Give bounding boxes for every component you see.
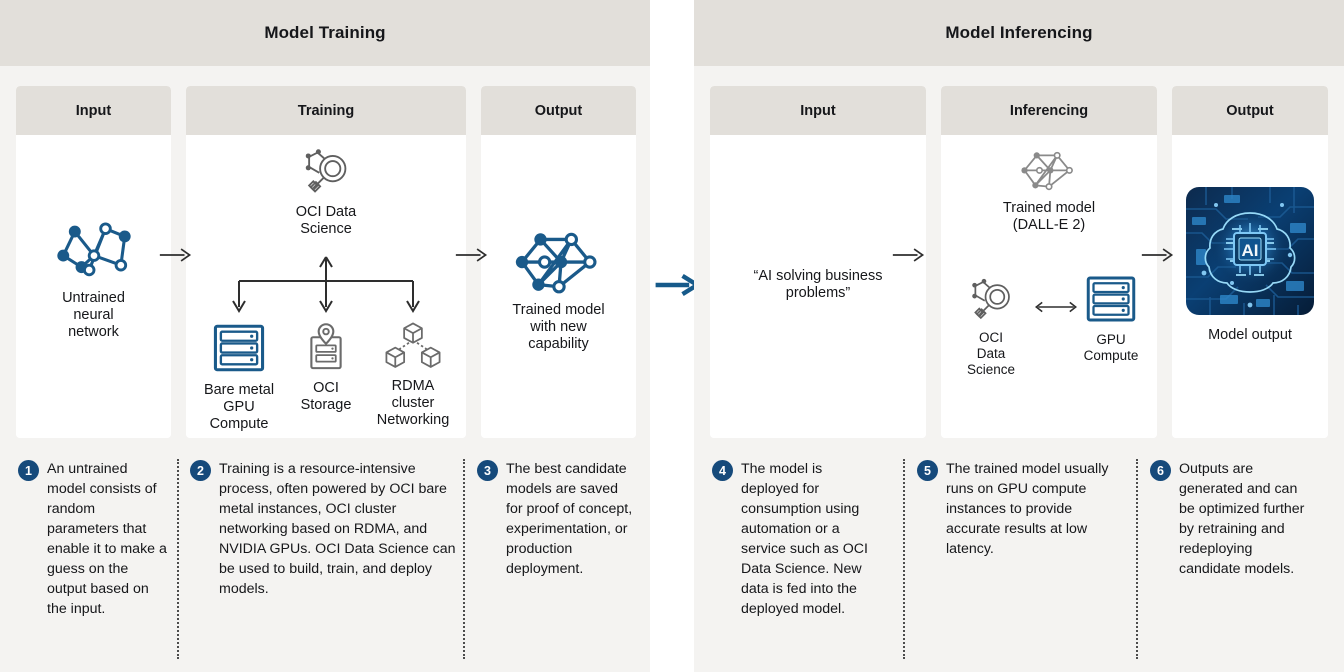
ai-chip-image: AI bbox=[1186, 187, 1314, 315]
column-body-inferencing: Trained model (DALL-E 2) OCI Data Scienc… bbox=[941, 135, 1157, 438]
column-body-inferencing-input: “AI solving business problems” bbox=[710, 135, 926, 438]
node-bare-metal-label: Bare metal GPU Compute bbox=[203, 382, 275, 432]
arrow-training-to-output bbox=[455, 245, 489, 265]
panel-model-inferencing: Model Inferencing Input “AI solving busi… bbox=[694, 0, 1344, 672]
column-header-inf-input: Input bbox=[710, 86, 926, 135]
note-3-badge: 3 bbox=[477, 460, 498, 481]
note-1: 1 An untrained model consists of random … bbox=[18, 459, 170, 619]
node-oci-storage-label: OCI Storage bbox=[300, 380, 352, 413]
node-rdma-cluster-networking: RDMA cluster Networking bbox=[363, 319, 463, 429]
column-body-training: OCI Data Science bbox=[186, 135, 466, 438]
column-header-inf-output: Output bbox=[1172, 86, 1328, 135]
note-6-badge: 6 bbox=[1150, 460, 1171, 481]
arrow-inferencing-to-output bbox=[1141, 245, 1175, 265]
arrow-inf-input-to-inferencing bbox=[892, 245, 926, 265]
arrow-input-to-training bbox=[159, 245, 193, 265]
note-6-text: Outputs are generated and can be optimiz… bbox=[1179, 461, 1305, 577]
node-model-output: AI Model output bbox=[1172, 187, 1328, 344]
panel-inferencing-title: Model Inferencing bbox=[945, 23, 1093, 42]
magnifier-graph-icon bbox=[966, 275, 1016, 325]
column-header-output: Output bbox=[481, 86, 636, 135]
note-1-badge: 1 bbox=[18, 460, 39, 481]
note-1-text: An untrained model consists of random pa… bbox=[47, 461, 167, 617]
note-2: 2 Training is a resource-intensive proce… bbox=[190, 459, 458, 599]
node-inf-oci-data-science-label: OCI Data Science bbox=[966, 330, 1016, 377]
node-prompt-text: “AI solving business problems” bbox=[732, 263, 904, 302]
node-trained-model-dalle-label: Trained model (DALL-E 2) bbox=[1002, 200, 1096, 233]
note-divider-1 bbox=[177, 459, 179, 659]
column-header-training: Training bbox=[186, 86, 466, 135]
node-trained-model-dalle: Trained model (DALL-E 2) bbox=[941, 143, 1157, 234]
note-3: 3 The best candidate models are saved fo… bbox=[477, 459, 633, 579]
column-header-input: Input bbox=[16, 86, 171, 135]
magnifier-graph-icon bbox=[299, 145, 353, 199]
column-header-inf-input-label: Input bbox=[800, 102, 836, 119]
panel-training-title: Model Training bbox=[264, 23, 386, 42]
panel-inferencing-header: Model Inferencing bbox=[694, 0, 1344, 66]
node-untrained-label: Untrained neural network bbox=[62, 290, 125, 340]
node-bare-metal-gpu-compute: Bare metal GPU Compute bbox=[189, 319, 289, 433]
column-inferencing-output: Output bbox=[1172, 86, 1328, 438]
node-prompt-label: “AI solving business problems” bbox=[753, 268, 883, 301]
note-5-badge: 5 bbox=[917, 460, 938, 481]
column-training-input: Input Untrained neural network bbox=[16, 86, 171, 438]
svg-text:AI: AI bbox=[1242, 241, 1259, 260]
column-header-training-label: Training bbox=[297, 102, 355, 119]
server-rack-icon bbox=[210, 319, 268, 377]
node-oci-data-science: OCI Data Science bbox=[186, 145, 466, 238]
note-divider-4 bbox=[1136, 459, 1138, 659]
column-header-inferencing: Inferencing bbox=[941, 86, 1157, 135]
column-header-input-label: Input bbox=[75, 102, 112, 119]
column-inferencing-input: Input “AI solving business problems” bbox=[710, 86, 926, 438]
panel-model-training: Model Training Input Untrained neural ne… bbox=[0, 0, 650, 672]
note-4-text: The model is deployed for consumption us… bbox=[741, 461, 868, 617]
column-header-output-label: Output bbox=[534, 102, 583, 119]
note-5: 5 The trained model usually runs on GPU … bbox=[917, 459, 1113, 559]
node-gpu-compute: GPU Compute bbox=[1069, 271, 1153, 364]
column-header-inferencing-label: Inferencing bbox=[1009, 102, 1089, 119]
neural-network-icon bbox=[507, 223, 611, 297]
column-body-training-input: Untrained neural network bbox=[16, 135, 171, 438]
note-4-badge: 4 bbox=[712, 460, 733, 481]
node-gpu-compute-label: GPU Compute bbox=[1083, 332, 1139, 363]
column-body-training-output: Trained model with new capability bbox=[481, 135, 636, 438]
node-model-output-label: Model output bbox=[1208, 327, 1292, 343]
note-6: 6 Outputs are generated and can be optim… bbox=[1150, 459, 1312, 579]
column-training-output: Output Trained model with new capability bbox=[481, 86, 636, 438]
training-connector-tree bbox=[232, 256, 420, 313]
note-5-text: The trained model usually runs on GPU co… bbox=[946, 461, 1109, 557]
node-oci-storage: OCI Storage bbox=[276, 319, 376, 414]
storage-pin-icon bbox=[300, 319, 352, 375]
node-rdma-label: RDMA cluster Networking bbox=[376, 378, 450, 428]
note-divider-2 bbox=[463, 459, 465, 659]
node-trained-model-label: Trained model with new capability bbox=[512, 302, 605, 352]
note-3-text: The best candidate models are saved for … bbox=[506, 461, 633, 577]
node-inf-oci-data-science: OCI Data Science bbox=[949, 275, 1033, 378]
column-header-inf-output-label: Output bbox=[1226, 102, 1274, 119]
note-2-badge: 2 bbox=[190, 460, 211, 481]
panel-training-header: Model Training bbox=[0, 0, 650, 66]
node-oci-data-science-label: OCI Data Science bbox=[295, 204, 357, 237]
node-untrained-neural-network: Untrained neural network bbox=[16, 207, 171, 341]
column-body-inferencing-output: AI Model output bbox=[1172, 135, 1328, 438]
node-trained-model: Trained model with new capability bbox=[481, 223, 636, 353]
server-rack-icon bbox=[1083, 271, 1139, 327]
neural-network-gray-icon bbox=[1015, 143, 1083, 195]
column-training-training: Training OCI Data Science bbox=[186, 86, 466, 438]
note-2-text: Training is a resource-intensive process… bbox=[219, 461, 456, 597]
neural-network-icon bbox=[46, 207, 142, 285]
note-divider-3 bbox=[903, 459, 905, 659]
note-4: 4 The model is deployed for consumption … bbox=[712, 459, 874, 619]
cluster-nodes-icon bbox=[384, 319, 442, 373]
column-inferencing-inferencing: Inferencing Trained model (DALL-E 2) OCI… bbox=[941, 86, 1157, 438]
